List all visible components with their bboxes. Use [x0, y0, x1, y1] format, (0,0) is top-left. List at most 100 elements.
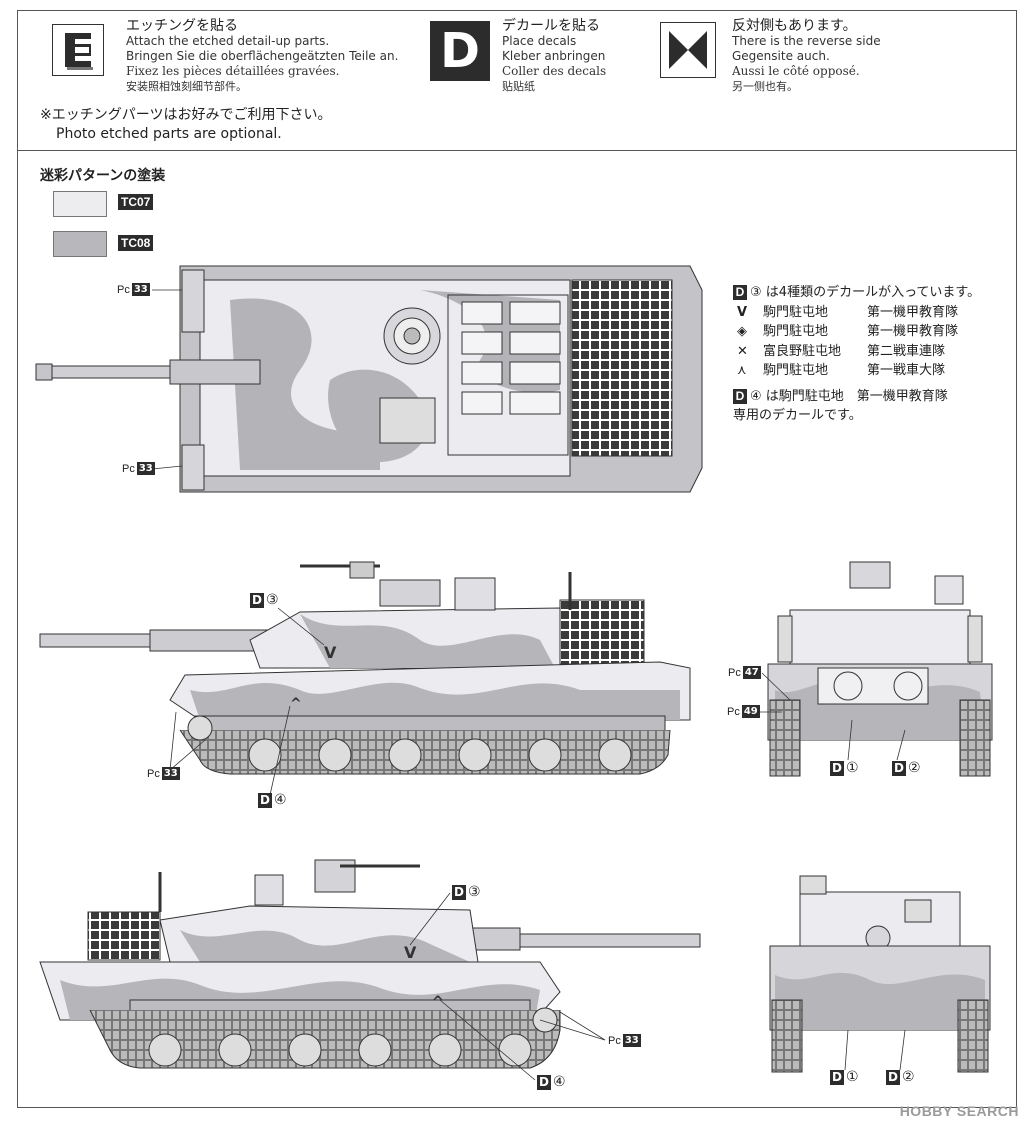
decal-de: Kleber anbringen: [502, 49, 606, 63]
rear-view: [769, 875, 991, 1073]
decal-number: ③: [468, 884, 481, 900]
svg-text:^: ^: [432, 994, 444, 1010]
part-number: 49: [741, 705, 760, 718]
decal-mark-emblem: ◈: [737, 324, 747, 339]
reverse-de: Gegensite auch.: [732, 49, 830, 63]
decal-badge: D: [733, 285, 747, 300]
decal-unit: 第一機甲教育隊: [867, 324, 959, 339]
sheet-frame: [17, 10, 1017, 1108]
decal-en: Place decals: [502, 34, 577, 48]
decal-d4-text: は駒門駐屯地 第一機甲教育隊: [765, 388, 948, 404]
pc-label: Pc: [728, 666, 741, 679]
decal-label: D: [258, 792, 272, 808]
etched-legend-text: エッチングを貼る Attach the etched detail-up par…: [126, 19, 398, 94]
decal-mark-v: V: [737, 304, 748, 320]
decal-location: 駒門駐屯地: [763, 304, 829, 320]
decal-unit: 第一戦車大隊: [867, 363, 946, 378]
decal-label: D: [452, 884, 466, 900]
camo-code-tc08: TC08: [118, 235, 154, 251]
svg-text:V: V: [324, 643, 337, 662]
decal-mark-x: ✕: [737, 343, 748, 359]
side-view-right: V ^: [39, 859, 701, 1069]
decal-label: D: [886, 1069, 900, 1085]
optional-note-en: Photo etched parts are optional.: [56, 126, 282, 142]
etched-en: Attach the etched detail-up parts.: [126, 34, 330, 48]
reverse-fr: Aussi le côté opposé.: [732, 64, 860, 78]
part-number: 33: [131, 283, 150, 296]
decal-num: ③: [750, 285, 762, 300]
optional-note-jp: ※エッチングパーツはお好みでご利用下さい。: [40, 107, 332, 123]
decal-badge: D: [733, 388, 747, 404]
top-view: [35, 265, 703, 493]
decal-num: ④: [750, 388, 762, 404]
decal-icon: D: [430, 21, 490, 81]
leader-lines: [151, 289, 906, 1081]
side-view-left: V ^: [39, 561, 691, 775]
decal-legend-text: デカールを貼る Place decals Kleber anbringen Co…: [502, 19, 606, 94]
decal-label: D: [537, 1074, 551, 1090]
decal-number: ②: [908, 760, 921, 776]
decal-intro-text: は4種類のデカールが入っています。: [765, 285, 981, 300]
side1-bustle-rack: [559, 599, 645, 665]
part-number: 47: [742, 666, 761, 679]
decal-location: 駒門駐屯地: [763, 363, 829, 378]
decal-number: ①: [846, 760, 859, 776]
reverse-legend-text: 反対側もあります。 There is the reverse side Gege…: [732, 19, 881, 94]
camo-code-tc07: TC07: [118, 194, 154, 210]
part-number: 33: [622, 1034, 641, 1047]
decal-mark-crane: ⋏: [737, 363, 747, 378]
pc-label: Pc: [727, 705, 740, 718]
optional-note: ※エッチングパーツはお好みでご利用下さい。 Photo etched parts…: [40, 106, 331, 144]
decal-number: ②: [902, 1069, 915, 1085]
watermark: HOBBY SEARCH: [899, 1103, 1019, 1119]
camo-swatch-tc07: [53, 191, 107, 217]
svg-text:^: ^: [290, 696, 302, 712]
decal-label: D: [250, 592, 264, 608]
pc-label: Pc: [122, 462, 135, 475]
camo-swatch-tc08: [53, 231, 107, 257]
camo-title: 迷彩パターンの塗装: [40, 168, 166, 184]
top-bustle-rack: [571, 279, 673, 457]
svg-text:V: V: [404, 943, 417, 962]
side2-bustle-rack: [87, 911, 161, 961]
decal-number: ④: [274, 792, 287, 808]
reverse-cn: 另一侧也有。: [732, 80, 798, 93]
decal-unit: 第一機甲教育隊: [867, 304, 959, 320]
decal-jp: デカールを貼る: [502, 18, 600, 34]
front-view: [767, 561, 993, 777]
decal-d4-text2: 専用のデカールです。: [733, 408, 862, 423]
pc-label: Pc: [147, 767, 160, 780]
decal-number: ③: [266, 592, 279, 608]
etched-de: Bringen Sie die oberflächengeätzten Teil…: [126, 49, 399, 63]
reverse-side-icon: [660, 22, 716, 78]
reverse-jp: 反対側もあります。: [732, 18, 857, 34]
decal-fr: Coller des decals: [502, 64, 607, 78]
section-divider: [17, 150, 1017, 151]
decal-cn: 贴贴纸: [502, 80, 535, 93]
decal-number: ④: [553, 1074, 566, 1090]
decal-label: D: [830, 1069, 844, 1085]
etched-jp: エッチングを貼る: [126, 18, 238, 34]
part-number: 33: [161, 767, 180, 780]
decal-label: D: [892, 760, 906, 776]
etched-cn: 安装照相蚀刻细节部件。: [126, 80, 247, 93]
decal-location: 富良野駐屯地: [763, 343, 842, 359]
part-number: 33: [136, 462, 155, 475]
etched-fr: Fixez les pièces détaillées gravées.: [126, 64, 340, 78]
etched-parts-icon: [52, 24, 104, 76]
